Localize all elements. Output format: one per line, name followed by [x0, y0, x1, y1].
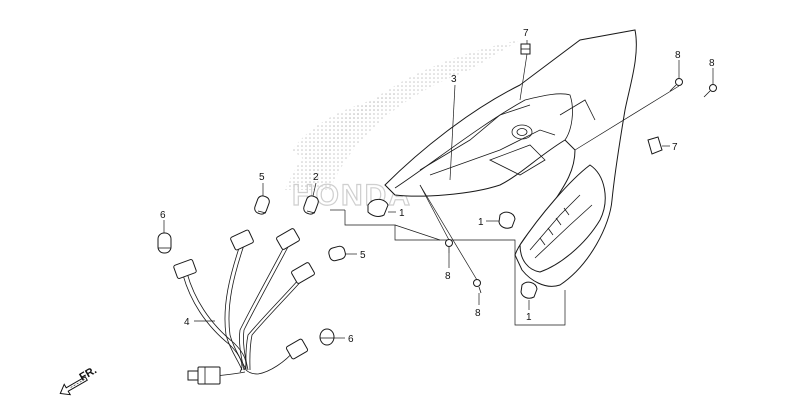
callout-7-top: 7: [523, 28, 529, 39]
wire-harness: [173, 228, 315, 385]
callout-8-top-right-b: 8: [709, 58, 715, 69]
socket-left: [173, 259, 197, 279]
callout-8-lower: 8: [475, 308, 481, 319]
grommet-1-lower: [520, 281, 538, 299]
connector-plug: [187, 366, 221, 385]
front-arrow-icon: [59, 376, 88, 396]
callout-3: 3: [451, 74, 457, 85]
rear-cowl-part: [384, 29, 637, 287]
screw-8-lower: [473, 279, 482, 294]
socket-upper-mid: [230, 229, 254, 251]
screw-8-top-right-b: [703, 84, 717, 98]
callout-1-lower: 1: [526, 312, 532, 323]
callouts: 7 3 8 8 7 5 2 1 6 1 8 5 8 1 4 6: [160, 28, 715, 345]
bulb-6-left: [157, 232, 172, 254]
callout-6-bottom: 6: [348, 334, 354, 345]
bulb-5-right: [328, 245, 346, 262]
callout-8-top-right-a: 8: [675, 50, 681, 61]
screw-8-top-right-a: [669, 78, 683, 92]
callout-1-mid: 1: [478, 217, 484, 228]
callout-8-mid: 8: [445, 271, 451, 282]
callout-6-left: 6: [160, 210, 166, 221]
assembly-outline: [330, 209, 566, 326]
front-direction-indicator: FR.: [59, 364, 99, 396]
socket-upper-right: [276, 228, 300, 250]
callout-7-right: 7: [672, 142, 678, 153]
bulb-2: [303, 195, 319, 215]
callout-4: 4: [184, 317, 190, 328]
bulb-5-left: [254, 195, 270, 215]
grommet-1-left: [367, 198, 389, 217]
callout-5-right: 5: [360, 250, 366, 261]
grommet-1-mid: [498, 211, 516, 229]
screw-8-mid: [445, 239, 453, 253]
socket-right: [291, 262, 315, 284]
bulb-6-bottom: [319, 328, 335, 346]
callout-5-left: 5: [259, 172, 265, 183]
clip-7-right: [647, 136, 663, 155]
clip-7-top: [520, 43, 531, 55]
callout-1-left: 1: [399, 208, 405, 219]
front-label: FR.: [78, 364, 99, 383]
callout-2: 2: [313, 172, 319, 183]
leader-lines: [163, 40, 714, 339]
socket-bottom: [285, 338, 309, 360]
